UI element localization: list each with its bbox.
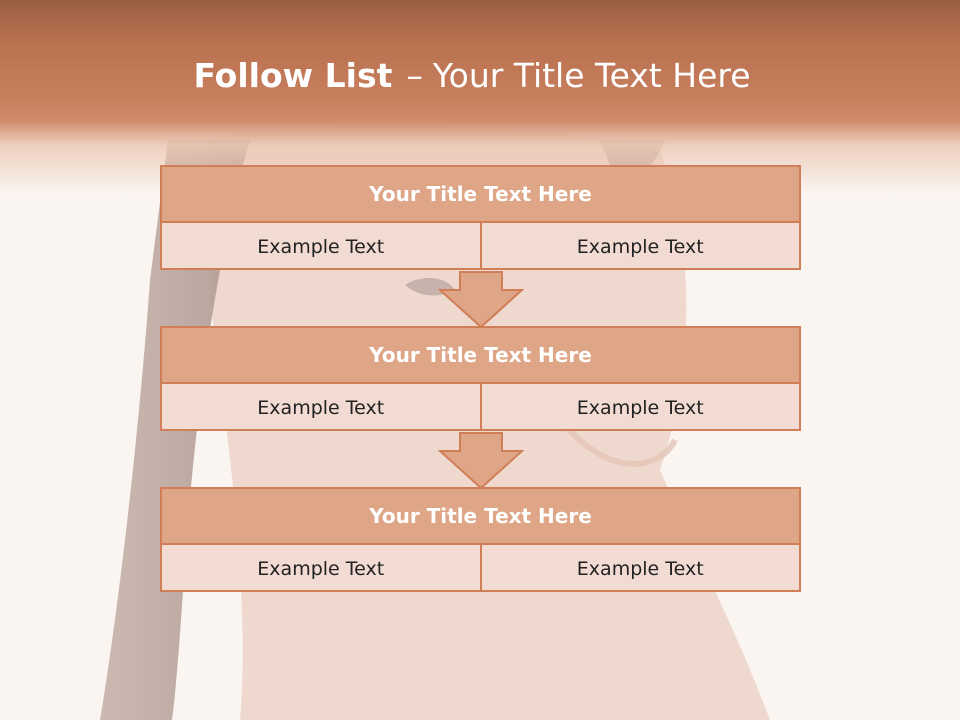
list-box-row: Example Text Example Text xyxy=(162,223,799,270)
list-box-left-text: Example Text xyxy=(162,384,482,431)
list-box-right-text: Example Text xyxy=(576,557,704,580)
title-bold: Follow List xyxy=(193,56,393,95)
list-box-title: Your Title Text Here xyxy=(162,489,799,545)
list-box-1: Your Title Text Here Example Text Exampl… xyxy=(160,165,801,270)
list-box-title: Your Title Text Here xyxy=(162,328,799,384)
down-arrow-icon xyxy=(438,432,524,490)
list-box-2: Your Title Text Here Example Text Exampl… xyxy=(160,326,801,431)
list-box-title: Your Title Text Here xyxy=(162,167,799,223)
title-separator: – xyxy=(406,56,423,95)
list-box-row: Example Text Example Text xyxy=(162,545,799,592)
list-box-left-text: Example Text xyxy=(162,223,482,270)
list-box-right-text: Example Text xyxy=(576,235,704,258)
list-box-row: Example Text Example Text xyxy=(162,384,799,431)
header-band xyxy=(0,0,960,195)
down-arrow-icon xyxy=(438,271,524,329)
list-box-3: Your Title Text Here Example Text Exampl… xyxy=(160,487,801,592)
list-box-right-text: Example Text xyxy=(576,396,704,419)
list-box-left-text: Example Text xyxy=(162,545,482,592)
title-rest: Your Title Text Here xyxy=(432,56,751,95)
slide-title: Follow List–Your Title Text Here xyxy=(0,54,944,98)
